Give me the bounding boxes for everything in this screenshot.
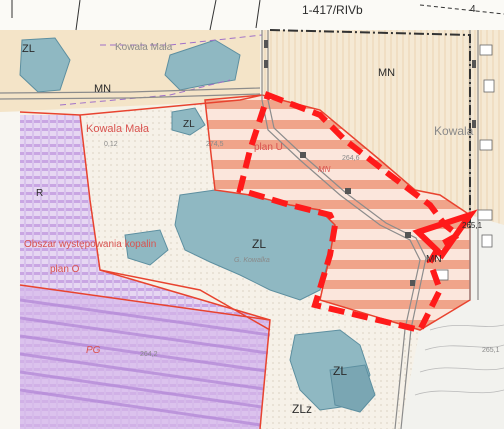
zone-label-r: R	[36, 188, 43, 199]
road-markers	[264, 40, 476, 286]
highlighted-parcel	[236, 91, 464, 334]
plan-label-pg: PG	[86, 345, 101, 356]
sheet-reference: 1-417/RIVb	[302, 3, 363, 17]
corner-mark: 4	[470, 4, 476, 15]
annotation-mn-italic: MN	[318, 165, 331, 174]
zone-label-zl-center: ZL	[252, 237, 266, 251]
zone-label-zl-top-left: ZL	[22, 43, 35, 55]
forest-patch-left-small	[124, 229, 169, 266]
roads	[0, 30, 479, 429]
elevation-3: 264,6	[342, 155, 360, 162]
plan-label-o: plan O	[50, 264, 80, 275]
zone-label-mn-top-right: MN	[378, 67, 395, 79]
zone-label-zl-bottom: ZL	[333, 364, 347, 378]
purple-boundary	[59, 34, 263, 106]
top-lines	[11, 0, 504, 31]
place-kowala-mala-top: Kowala Mała	[115, 42, 173, 53]
buildings	[433, 44, 495, 281]
zone-label-mn-small: MN	[426, 254, 442, 265]
forest-patch-bottom-2	[329, 364, 376, 413]
elevation-5: 264,2	[140, 351, 158, 358]
zone-label-zlz: ZLz	[292, 402, 312, 416]
top-margin	[0, 0, 504, 30]
elevation-4: 265,1	[462, 221, 483, 230]
contour-lines	[414, 324, 504, 396]
residential-zone-top-right-lines	[262, 30, 504, 225]
place-kowala-right: Kowala	[434, 124, 474, 138]
zone-label-mn-top-left: MN	[94, 83, 111, 95]
elevation-2: 274,5	[206, 141, 224, 148]
place-g-kowala: G. Kowalka	[234, 257, 270, 264]
plan-label-u: plan U	[254, 142, 283, 153]
highlight-arrow	[412, 209, 478, 260]
mining-stripes	[19, 298, 271, 427]
left-margin	[0, 112, 20, 429]
place-kowala-mala-left: Kowala Mała	[86, 123, 150, 135]
forest-patch-small	[171, 107, 206, 136]
plan-boundaries	[19, 94, 271, 429]
admin-boundary	[269, 29, 471, 230]
elevation-6: 265,1	[482, 347, 500, 354]
forest-patch-top-left	[19, 37, 71, 93]
annotation-obszar: Obszar występowania kopalin	[24, 239, 156, 250]
elevation-1: 0,12	[104, 141, 118, 148]
mining-zone-lower	[20, 285, 270, 429]
zone-label-zl-small: ZL	[183, 119, 195, 130]
